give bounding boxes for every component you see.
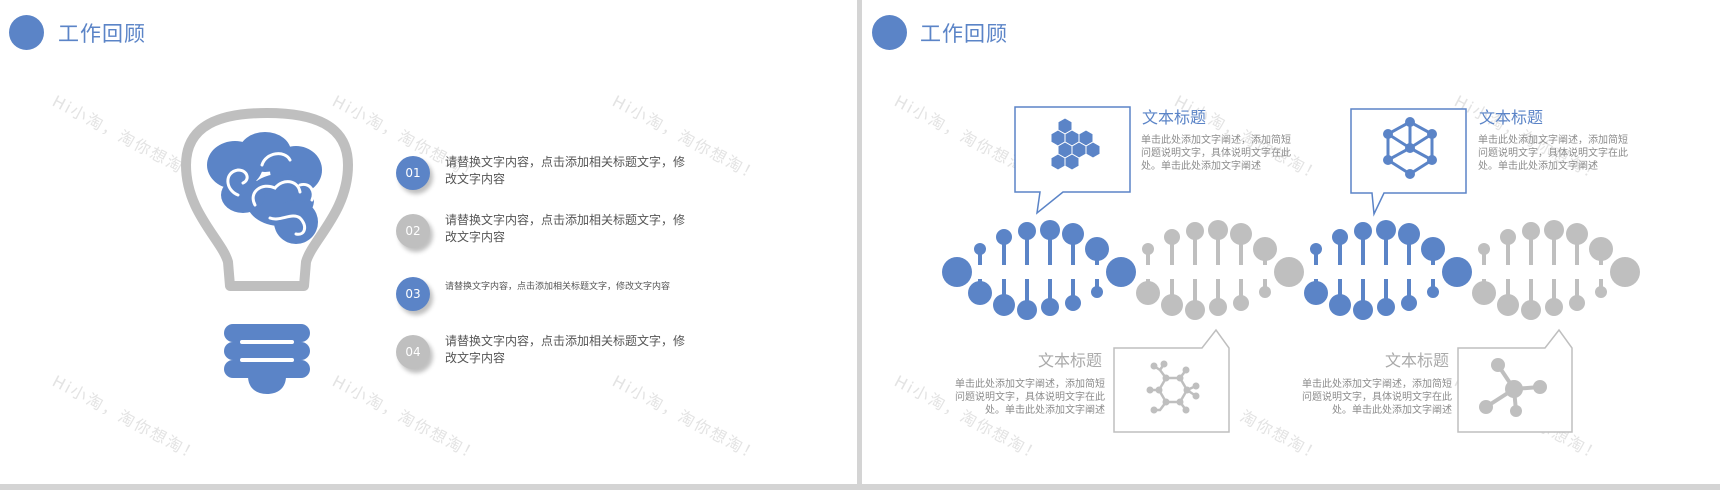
card-title[interactable]: 文本标题 bbox=[1142, 108, 1207, 127]
card-title[interactable]: 文本标题 bbox=[1479, 108, 1544, 127]
dna-helix-illustration bbox=[942, 106, 1640, 433]
slide-work-review-dna: Hi小淘，淘你想淘！ Hi小淘，淘你想淘！ Hi小淘，淘你想淘！ Hi小淘，淘你… bbox=[862, 0, 1720, 484]
title-bullet-icon bbox=[872, 15, 907, 50]
list-item-03: 03 请替换文字内容，点击添加相关标题文字，修改文字内容 bbox=[396, 277, 696, 321]
number-badge: 03 bbox=[396, 277, 430, 311]
card-body[interactable]: 单击此处添加文字阐述，添加简短问题说明文字，具体说明文字在此处。单击此处添加文字… bbox=[1302, 379, 1452, 416]
list-item-text[interactable]: 请替换文字内容，点击添加相关标题文字，修改文字内容 bbox=[445, 213, 686, 244]
hexagon-cluster-icon bbox=[1050, 117, 1101, 171]
card-body[interactable]: 单击此处添加文字阐述，添加简短问题说明文字，具体说明文字在此处。单击此处添加文字… bbox=[1478, 135, 1628, 172]
list-item-text[interactable]: 请替换文字内容，点击添加相关标题文字，修改文字内容 bbox=[445, 282, 671, 292]
slide-divider bbox=[857, 0, 862, 490]
lightbulb-brain-icon bbox=[181, 108, 353, 394]
slide-title: 工作回顾 bbox=[920, 22, 1008, 46]
list-item-text[interactable]: 请替换文字内容，点击添加相关标题文字，修改文字内容 bbox=[445, 334, 686, 365]
number-badge: 02 bbox=[396, 214, 430, 248]
card-body[interactable]: 单击此处添加文字阐述，添加简短问题说明文字，具体说明文字在此处。单击此处添加文字… bbox=[955, 379, 1105, 416]
card-body[interactable]: 单击此处添加文字阐述，添加简短问题说明文字，具体说明文字在此处。单击此处添加文字… bbox=[1141, 135, 1291, 172]
node-network-icon bbox=[1479, 358, 1547, 417]
list-item-02: 02 请替换文字内容，点击添加相关标题文字，修改文字内容 bbox=[396, 213, 696, 258]
number-badge: 04 bbox=[396, 335, 430, 369]
title-bullet-icon bbox=[9, 15, 44, 50]
bottom-bar bbox=[0, 484, 1720, 490]
card-title[interactable]: 文本标题 bbox=[1038, 351, 1103, 370]
list-item-01: 01 请替换文字内容，点击添加相关标题文字，修改文字内容 bbox=[396, 155, 696, 200]
cube-network-icon bbox=[1383, 117, 1437, 179]
number-badge: 01 bbox=[396, 156, 430, 190]
list-item-text[interactable]: 请替换文字内容，点击添加相关标题文字，修改文字内容 bbox=[445, 155, 686, 186]
slide-title: 工作回顾 bbox=[58, 22, 146, 46]
card-title[interactable]: 文本标题 bbox=[1385, 351, 1450, 370]
list-item-04: 04 请替换文字内容，点击添加相关标题文字，修改文字内容 bbox=[396, 334, 696, 379]
molecule-icon bbox=[1146, 360, 1200, 414]
slide-work-review-lightbulb: Hi小淘，淘你想淘！ Hi小淘，淘你想淘！ Hi小淘，淘你想淘！ Hi小淘，淘你… bbox=[0, 0, 857, 484]
